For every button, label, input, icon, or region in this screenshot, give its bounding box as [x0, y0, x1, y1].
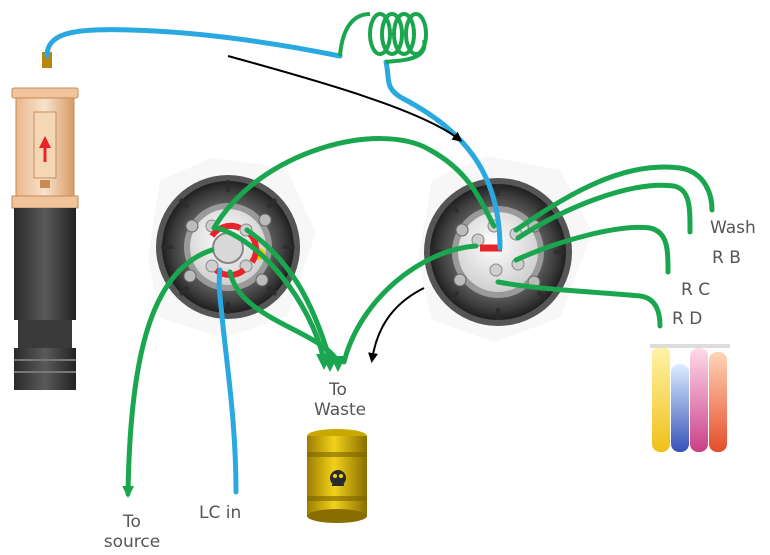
- rb-tube: [515, 182, 693, 241]
- to-waste-label: To Waste: [314, 380, 367, 420]
- right-selection-valve: [418, 156, 592, 342]
- to-waste-line1: To: [329, 380, 347, 400]
- right-valve-to-waste-tube: [341, 243, 479, 365]
- lc-in-tube: [216, 267, 239, 495]
- wash-tube: [513, 164, 715, 233]
- flow-arrow-to-waste: [368, 287, 425, 363]
- wash-label: Wash: [710, 218, 756, 238]
- left-valve-to-waste-tube-3: [227, 269, 341, 365]
- left-valve-to-waste-tube-2: [214, 225, 327, 363]
- to-source-line2: source: [103, 532, 161, 552]
- flow-arrow-to-right-valve: [227, 55, 463, 142]
- plunger-direction-arrow: [39, 136, 51, 162]
- toxic-waste-barrel-icon: [307, 429, 367, 523]
- rb-label: R B: [712, 248, 741, 268]
- tubing-coil-icon: [338, 12, 428, 64]
- rc-tube: [513, 224, 671, 275]
- to-source-line1: To: [123, 512, 141, 532]
- syringe-to-coil-tube: [44, 27, 343, 59]
- waste-arrowheads: [316, 354, 346, 372]
- to-source-tube: [122, 247, 215, 498]
- left-valve-channel-top: [209, 222, 242, 238]
- rd-label: R D: [672, 309, 703, 329]
- lc-in-label: LC in: [199, 503, 242, 523]
- left-selection-valve: [148, 158, 316, 338]
- coil-to-right-valve-tube: [383, 59, 503, 251]
- reagent-tubes-icon: [650, 344, 730, 452]
- to-waste-line2: Waste: [314, 400, 367, 420]
- left-to-right-valve-tube: [211, 136, 497, 231]
- rc-label: R C: [681, 280, 711, 300]
- to-source-label: To source: [102, 512, 162, 552]
- left-valve-to-waste-tube-1: [244, 227, 333, 363]
- rd-tube: [495, 279, 663, 329]
- syringe-pump-icon: [11, 52, 79, 390]
